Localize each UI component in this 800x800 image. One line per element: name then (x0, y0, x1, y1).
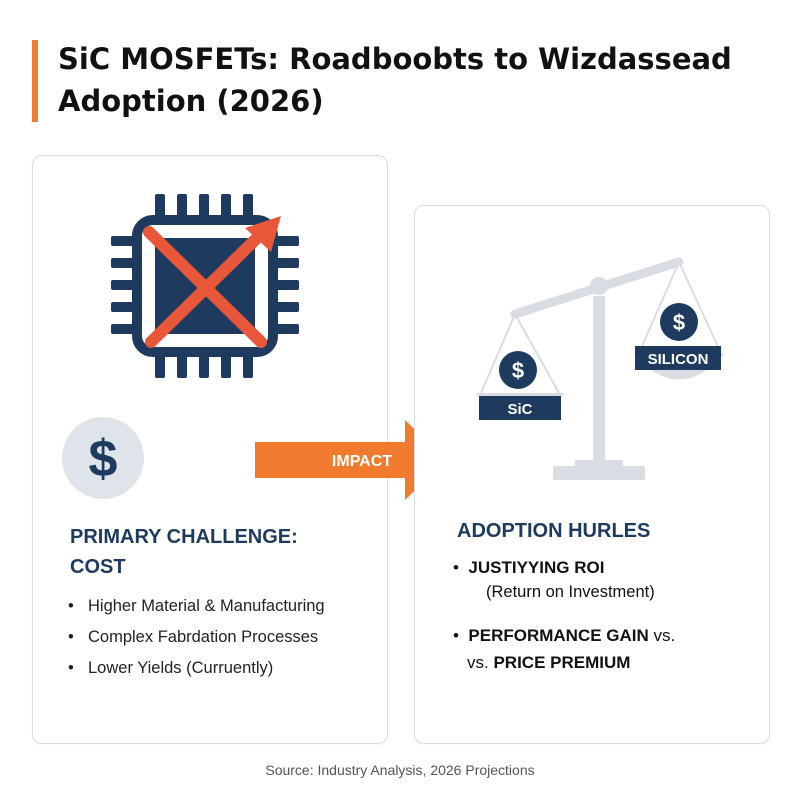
list-item: • JUSTIYYING ROI (453, 558, 605, 577)
chip-crossed-out-icon (111, 194, 299, 378)
adoption-heading: ADOPTION HURLES (457, 520, 651, 542)
svg-text:$: $ (673, 310, 685, 335)
page-title: SiC MOSFETs: Roadboobts to Wizdassead Ad… (58, 42, 732, 118)
balance-scale-icon: $ SiC $ SILICON (475, 257, 725, 480)
scale-right-label: SILICON (648, 351, 709, 368)
title-accent-bar (32, 40, 38, 122)
scale-left-label: SiC (507, 401, 532, 418)
list-item-sub: (Return on Investment) (486, 583, 655, 601)
challenge-heading: PRIMARY CHALLENGE: COST (70, 522, 298, 582)
list-item: Complex Fabrdation Processes (66, 622, 376, 653)
list-item: • PERFORMANCE GAIN vs. (453, 626, 676, 645)
challenge-list: Higher Material & Manufacturing Complex … (66, 591, 376, 684)
svg-text:$: $ (512, 358, 524, 383)
challenge-heading-line1: PRIMARY CHALLENGE: (70, 526, 298, 548)
adoption-panel: $ SiC $ SILICON ADOPTION HURLES • JUSTIY… (414, 205, 770, 744)
right-arrow-icon (255, 420, 447, 500)
challenge-heading-line2: COST (70, 556, 126, 578)
list-item-continued: vs. PRICE PREMIUM (467, 653, 631, 672)
adoption-list: • JUSTIYYING ROI (Return on Investment) … (453, 556, 763, 676)
impact-label: IMPACT (332, 453, 392, 470)
svg-text:$: $ (89, 430, 118, 488)
dollar-circle-icon: $ (62, 417, 144, 499)
impact-arrow: IMPACT (255, 420, 447, 500)
source-caption: Source: Industry Analysis, 2026 Projecti… (265, 762, 535, 778)
list-item: Higher Material & Manufacturing (66, 591, 376, 622)
list-item: Lower Yields (Curruently) (66, 653, 376, 684)
